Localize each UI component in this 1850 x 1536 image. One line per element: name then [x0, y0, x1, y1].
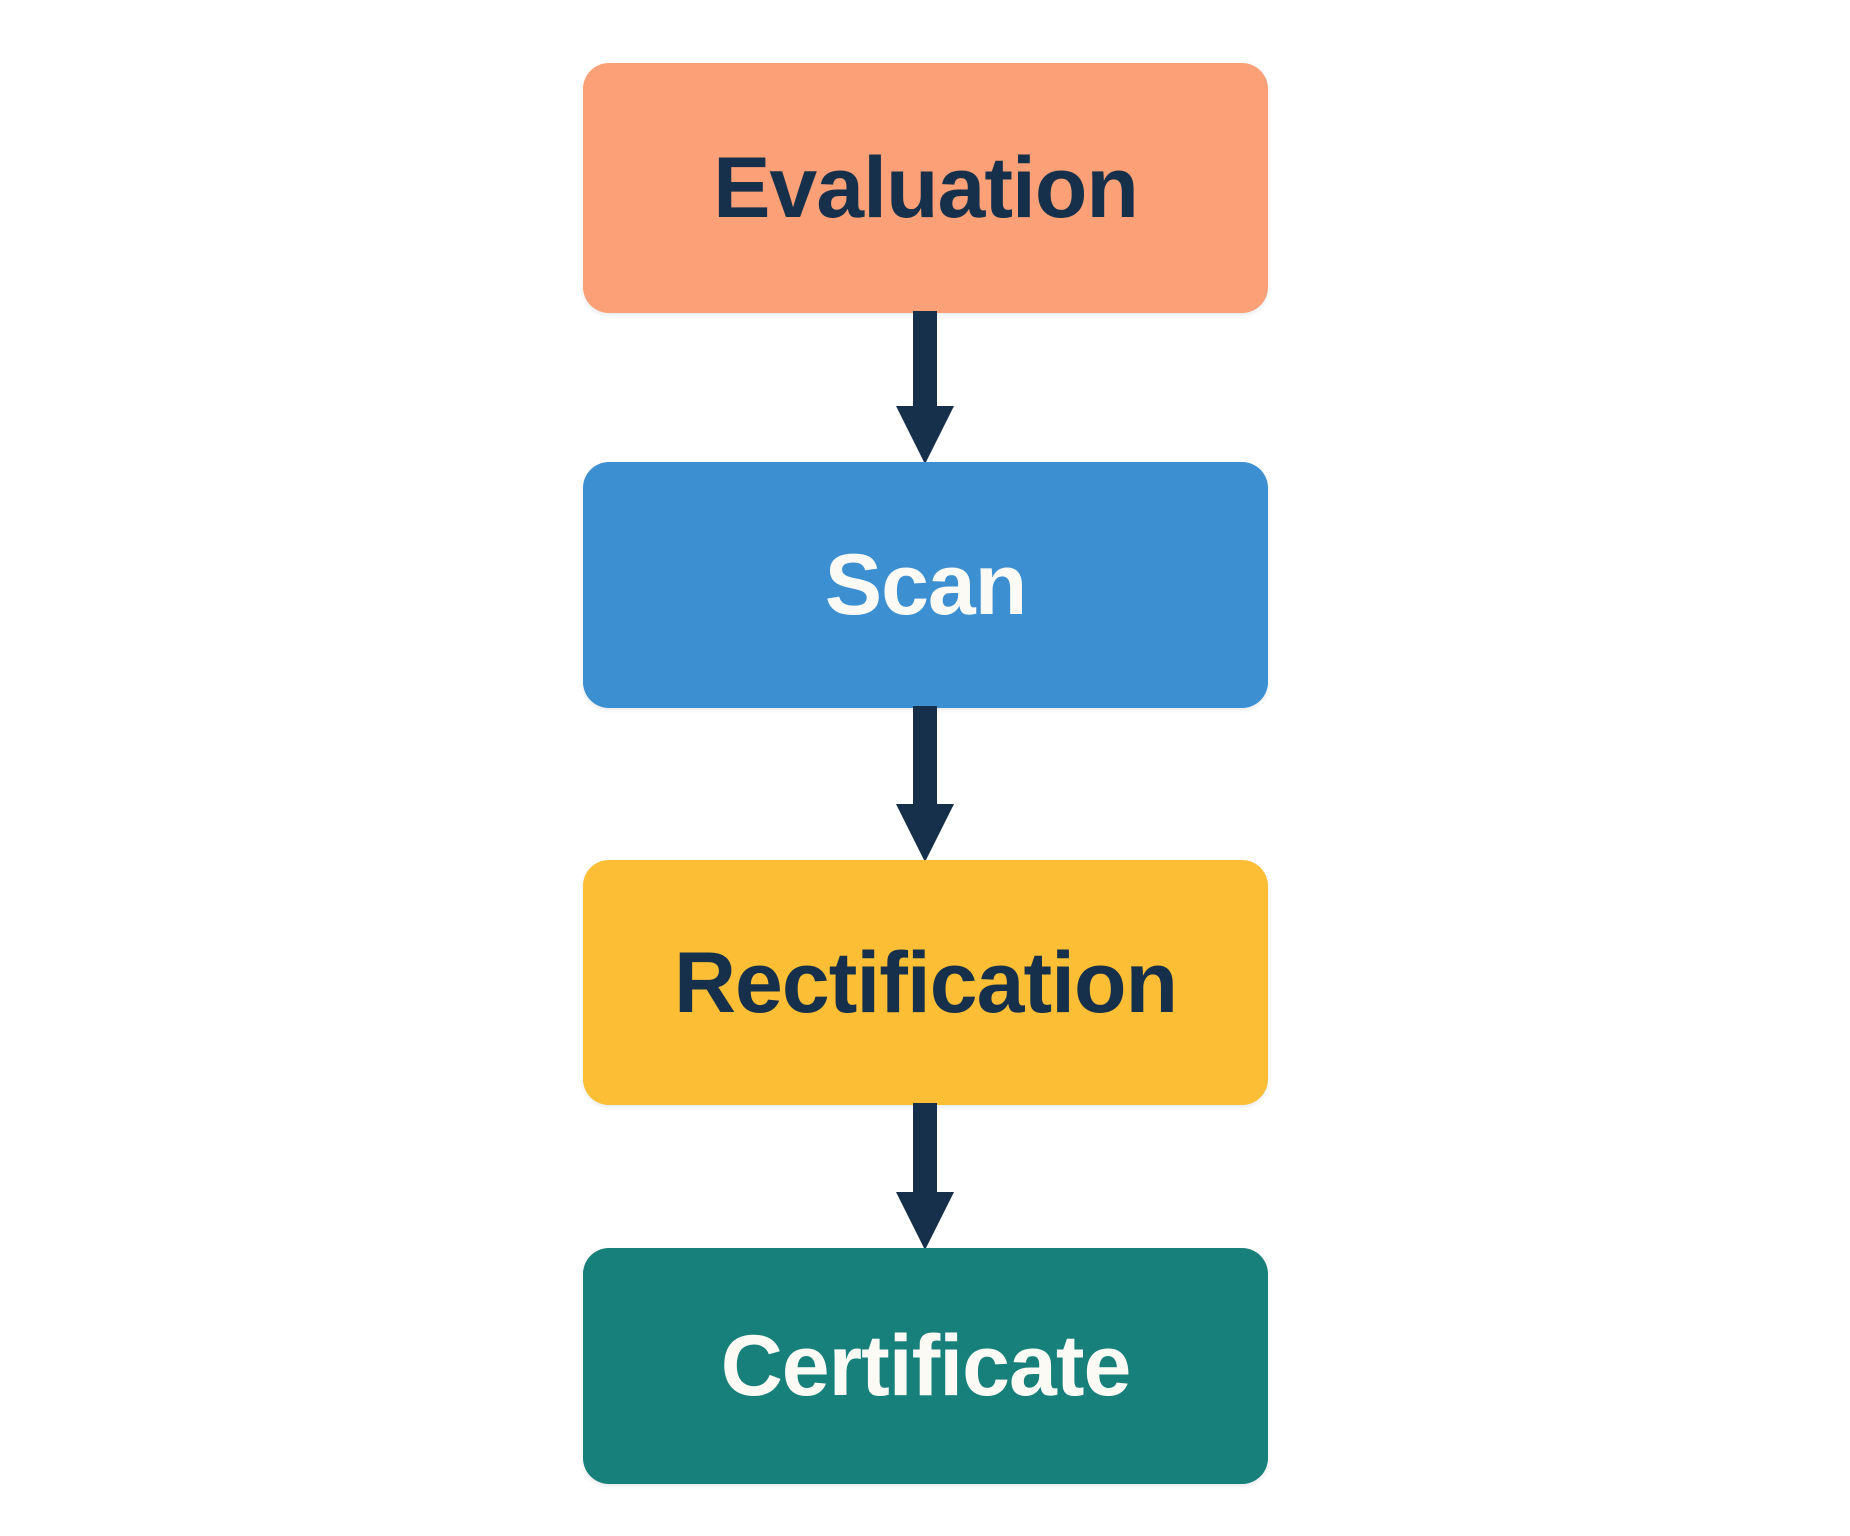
arrow-shaft: [913, 1103, 937, 1197]
arrow-shaft: [913, 311, 937, 411]
flow-node-label-certificate: Certificate: [720, 1318, 1132, 1414]
flow-node-evaluation[interactable]: Evaluation: [583, 63, 1268, 313]
flow-node-label-evaluation: Evaluation: [713, 140, 1139, 236]
arrow-shaft: [913, 706, 937, 809]
arrow-head-icon: [896, 406, 954, 464]
arrow-head-icon: [896, 1192, 954, 1250]
flow-arrow-rectification-to-certificate: [896, 1103, 954, 1250]
flow-arrow-evaluation-to-scan: [896, 311, 954, 464]
flow-node-certificate[interactable]: Certificate: [583, 1248, 1268, 1484]
flow-node-scan[interactable]: Scan: [583, 462, 1268, 708]
flow-node-rectification[interactable]: Rectification: [583, 860, 1268, 1105]
flow-node-label-rectification: Rectification: [673, 934, 1178, 1031]
flow-arrow-scan-to-rectification: [896, 706, 954, 862]
arrow-head-icon: [896, 804, 954, 862]
flow-node-label-scan: Scan: [824, 537, 1028, 633]
